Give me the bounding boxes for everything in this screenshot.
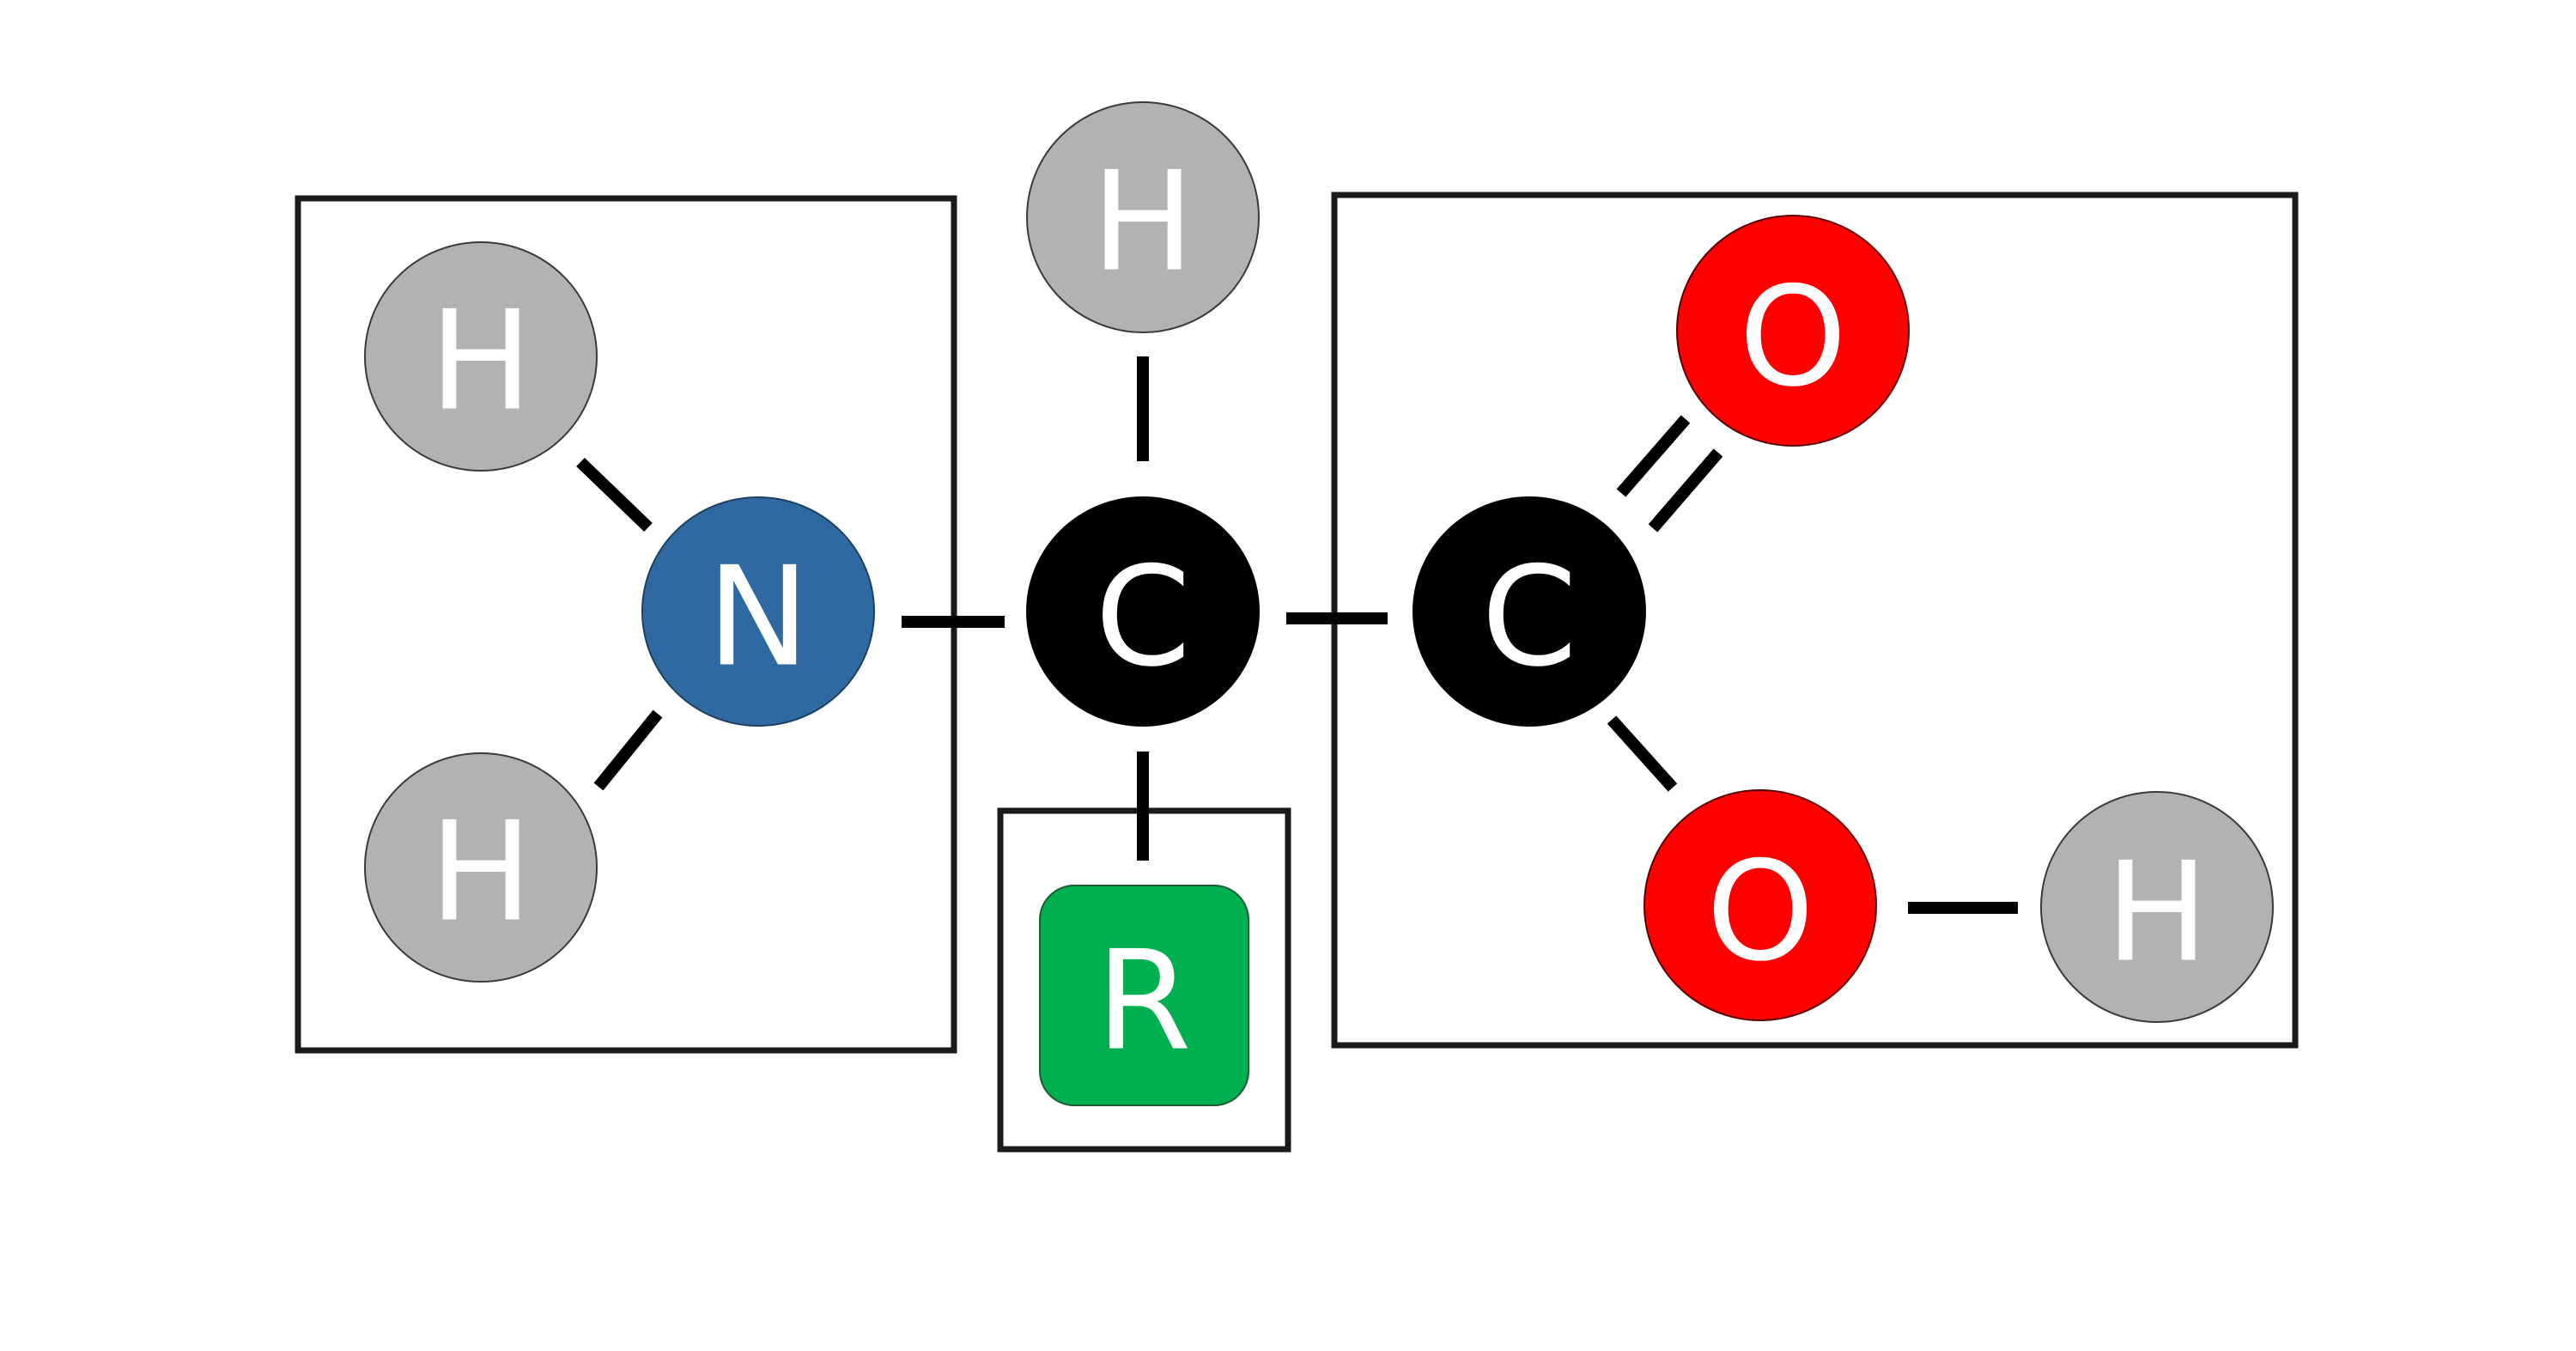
atom-label: C — [1481, 537, 1577, 697]
r-group-box — [1039, 885, 1249, 1106]
carbon-atom-circle — [1413, 496, 1646, 727]
atom-label: O — [1739, 257, 1847, 417]
hydrogen-atom-circle — [1026, 101, 1260, 333]
hydrogen-atom-circle — [364, 241, 598, 472]
atom-h-amine-1: H — [364, 241, 598, 472]
atom-label: H — [2105, 832, 2208, 993]
atom-r-group: R — [1039, 885, 1249, 1106]
hydrogen-atom-circle — [364, 752, 598, 983]
bond-c-o-double-a — [1616, 415, 1691, 497]
atom-h-alpha: H — [1026, 101, 1260, 333]
atom-o-hydroxyl: O — [1643, 789, 1877, 1021]
atom-nitrogen: N — [641, 496, 875, 727]
atom-label: H — [429, 281, 532, 441]
hydrogen-atom-circle — [2040, 791, 2274, 1023]
bond-h-amine-2-n — [593, 709, 663, 791]
carbon-atom-circle — [1026, 496, 1260, 727]
atom-o-double: O — [1676, 215, 1910, 447]
atom-c-alpha: C — [1026, 496, 1260, 727]
atom-label: N — [707, 537, 810, 697]
atom-h-hydroxyl: H — [2040, 791, 2274, 1023]
atom-label: H — [1091, 142, 1194, 302]
atom-label: O — [1706, 831, 1814, 992]
atom-c-carboxyl: C — [1413, 496, 1646, 727]
atom-label: C — [1095, 537, 1191, 697]
bond-c-o-double-b — [1648, 448, 1723, 532]
bond-c-o-hydroxyl — [1607, 715, 1678, 792]
atom-label: H — [429, 792, 532, 952]
nitrogen-atom-circle — [641, 496, 875, 727]
oxygen-atom-circle — [1643, 789, 1877, 1021]
bond-h-amine-1-n — [576, 457, 653, 532]
oxygen-atom-circle — [1676, 215, 1910, 447]
atom-label: R — [1096, 921, 1191, 1081]
atom-h-amine-2: H — [364, 752, 598, 983]
